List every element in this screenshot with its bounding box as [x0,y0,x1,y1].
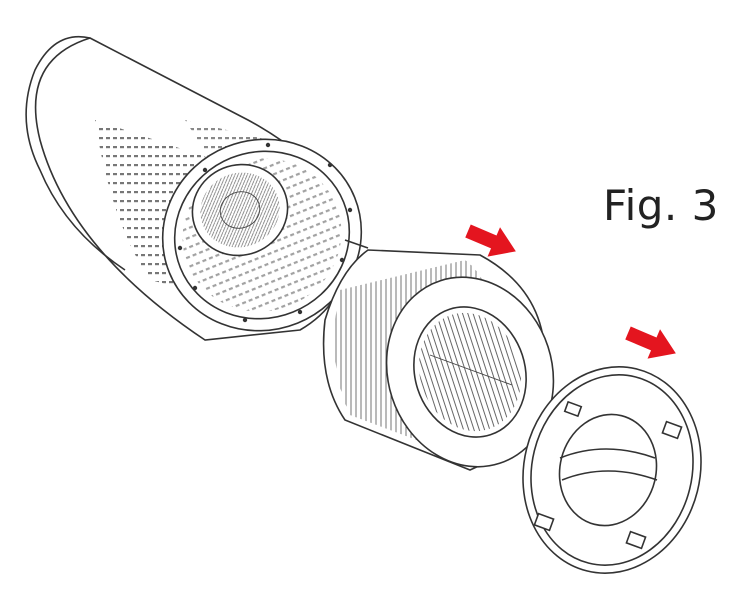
filter-cartridge [322,249,555,471]
arrow-right-icon [625,326,676,359]
purifier-housing [25,36,369,341]
figure-label: Fig. 3 [603,181,719,230]
arrow-right-icon [465,224,516,257]
bottom-cover [522,366,702,574]
insert-arrows [465,224,676,359]
